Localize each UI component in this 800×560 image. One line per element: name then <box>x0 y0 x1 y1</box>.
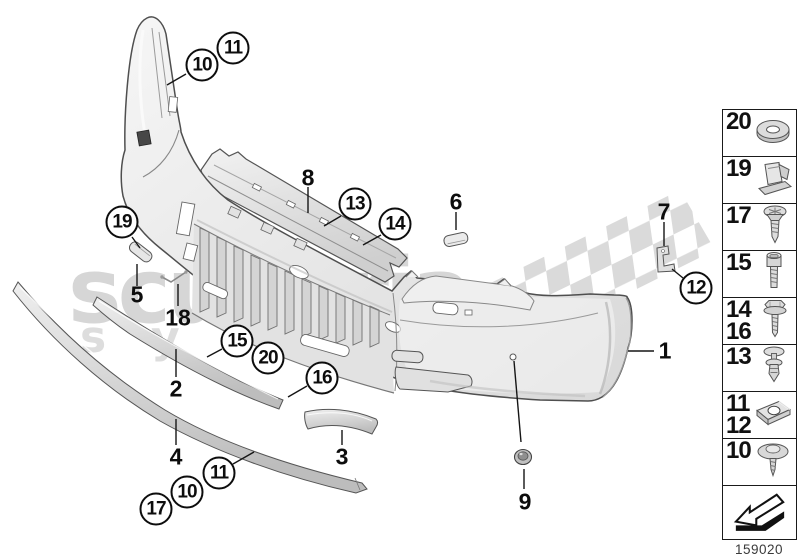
cover-part-6 <box>443 232 469 247</box>
legend-number: 15 <box>726 249 752 276</box>
legend-row-11-12[interactable]: 11 12 <box>722 391 797 439</box>
callout-number: 13 <box>345 193 365 214</box>
callout-circle-14[interactable]: 14 <box>378 207 412 241</box>
callout-circle-17[interactable]: 17 <box>139 492 173 526</box>
callout-circle-20[interactable]: 20 <box>251 341 285 375</box>
callout-label-6[interactable]: 6 <box>449 188 463 215</box>
bumper-trim-panel-part-1 <box>120 16 633 402</box>
callout-circle-15[interactable]: 15 <box>220 324 254 358</box>
callout-number: 11 <box>209 462 229 483</box>
wing-clip-detail <box>136 129 152 147</box>
legend-row-20[interactable]: 20 <box>722 109 797 157</box>
callout-number: 15 <box>227 330 247 351</box>
diagram-number: 159020 <box>734 542 784 557</box>
legend-row-10[interactable]: 10 <box>722 438 797 486</box>
legend-number: 16 <box>726 318 752 345</box>
callout-label-18[interactable]: 18 <box>165 304 191 331</box>
callout-number: 19 <box>112 211 132 232</box>
bracket-part-7 <box>656 245 676 273</box>
callout-circle-10-bottom[interactable]: 10 <box>170 475 204 509</box>
carrier-rail-part-8 <box>200 148 408 283</box>
callout-label-4[interactable]: 4 <box>169 443 183 470</box>
legend-row-19[interactable]: 19 <box>722 156 797 204</box>
callout-label-9[interactable]: 9 <box>518 488 532 515</box>
trim-strip-part-3 <box>304 408 378 435</box>
callout-circle-19[interactable]: 19 <box>105 205 139 239</box>
callout-circle-12[interactable]: 12 <box>679 271 713 305</box>
legend-number: 14 <box>726 296 752 323</box>
legend-direction-cell[interactable] <box>722 485 797 540</box>
legend-row-15[interactable]: 15 <box>722 250 797 298</box>
legend-number: 17 <box>726 202 752 229</box>
callout-number: 10 <box>177 481 197 502</box>
callout-label-2[interactable]: 2 <box>169 375 183 402</box>
legend-row-17[interactable]: 17 <box>722 203 797 251</box>
callout-circle-11-bottom[interactable]: 11 <box>202 456 236 490</box>
callout-number: 10 <box>192 54 212 75</box>
flange-screw-icon <box>751 203 795 252</box>
callout-number: 14 <box>385 213 405 234</box>
callout-number: 20 <box>258 347 278 368</box>
callout-number: 12 <box>686 277 706 298</box>
callout-label-3[interactable]: 3 <box>335 443 349 470</box>
callout-label-1[interactable]: 1 <box>658 337 672 364</box>
legend-number: 12 <box>726 412 752 439</box>
callout-number: 17 <box>146 498 166 519</box>
washer-screw-icon <box>751 438 795 487</box>
callout-circle-16[interactable]: 16 <box>305 361 339 395</box>
socket-bolt-icon <box>751 250 795 299</box>
callout-label-7[interactable]: 7 <box>657 198 671 225</box>
callout-label-8[interactable]: 8 <box>301 164 315 191</box>
legend-number: 13 <box>726 343 752 370</box>
clip-bracket-icon <box>751 157 795 204</box>
callout-circle-10-top[interactable]: 10 <box>185 48 219 82</box>
leader-lines <box>131 73 684 489</box>
grommet-part-9 <box>513 448 533 466</box>
cage-nut-icon <box>749 391 795 440</box>
expansion-rivet-icon <box>751 344 795 393</box>
callout-number: 16 <box>312 367 332 388</box>
legend-row-13[interactable]: 13 <box>722 344 797 392</box>
direction-arrow-icon <box>728 484 792 541</box>
hex-screw-icon <box>755 297 795 346</box>
callout-circle-11-top[interactable]: 11 <box>216 31 250 65</box>
legend-number: 19 <box>726 155 752 182</box>
trim-strip-part-2 <box>92 296 284 410</box>
grille-slats <box>199 227 380 348</box>
legend-number: 20 <box>726 108 752 135</box>
trim-strip-part-4 <box>12 281 368 494</box>
callout-circle-13[interactable]: 13 <box>338 187 372 221</box>
legend-number: 11 <box>726 390 750 417</box>
callout-label-5[interactable]: 5 <box>130 281 144 308</box>
cover-part-5 <box>128 241 153 263</box>
retainer-part-18 <box>160 270 188 283</box>
washer-icon <box>751 110 795 157</box>
legend-number: 10 <box>726 437 752 464</box>
callout-number: 11 <box>223 37 243 58</box>
legend-row-14-16[interactable]: 14 16 <box>722 297 797 345</box>
